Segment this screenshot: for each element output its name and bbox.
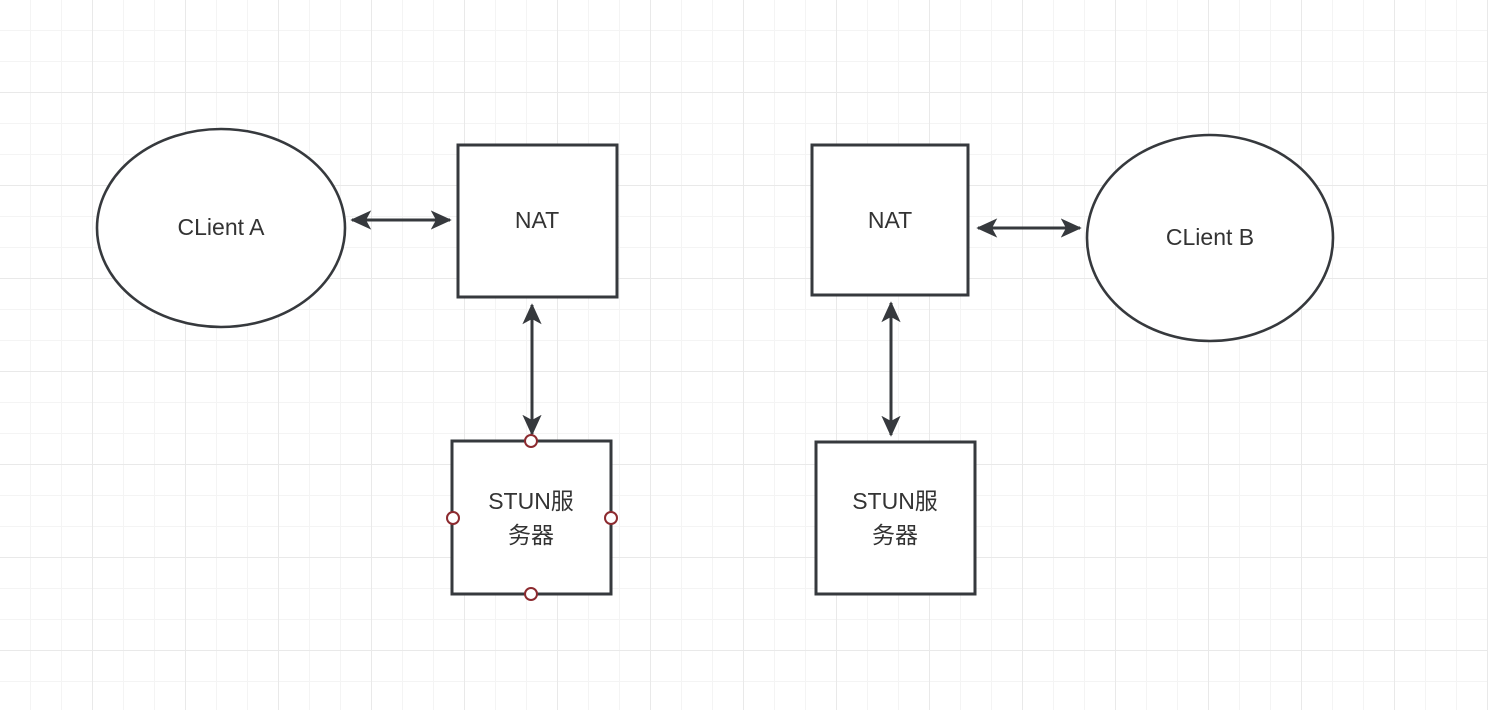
client-a-label: CLient A [178, 214, 266, 240]
node-nat-right[interactable]: NAT [810, 143, 970, 297]
stun-right-label-line1: STUN服 [852, 488, 938, 514]
stun-left-label-line2: 务器 [508, 522, 554, 548]
stun-right-rect [814, 440, 977, 596]
node-stun-right[interactable]: STUN服 务器 [814, 440, 977, 596]
node-client-b[interactable]: CLient B [1085, 133, 1335, 343]
resize-handle-bottom[interactable] [524, 587, 538, 601]
connections-layer [350, 210, 1082, 437]
resize-handle-top[interactable] [524, 434, 538, 448]
nat-right-rect [810, 143, 970, 297]
stun-right-label-line2: 务器 [872, 522, 918, 548]
client-b-ellipse [1085, 133, 1335, 343]
stun-left-rect [450, 439, 613, 596]
resize-handle-right[interactable] [604, 511, 618, 525]
client-a-ellipse [95, 127, 347, 329]
stun-left-label-line1: STUN服 [488, 488, 574, 514]
nat-right-label: NAT [868, 207, 912, 233]
resize-handle-left[interactable] [446, 511, 460, 525]
client-b-label: CLient B [1166, 224, 1254, 250]
node-client-a[interactable]: CLient A [95, 127, 347, 329]
node-nat-left[interactable]: NAT [456, 143, 619, 299]
node-stun-left[interactable]: STUN服 务器 [450, 439, 613, 596]
nat-left-label: NAT [515, 207, 559, 233]
nodes-layer: CLient A NAT STUN服 务器 NAT STUN服 [95, 127, 1335, 596]
selection-handles-stun-left [446, 434, 618, 601]
nat-left-rect [456, 143, 619, 299]
